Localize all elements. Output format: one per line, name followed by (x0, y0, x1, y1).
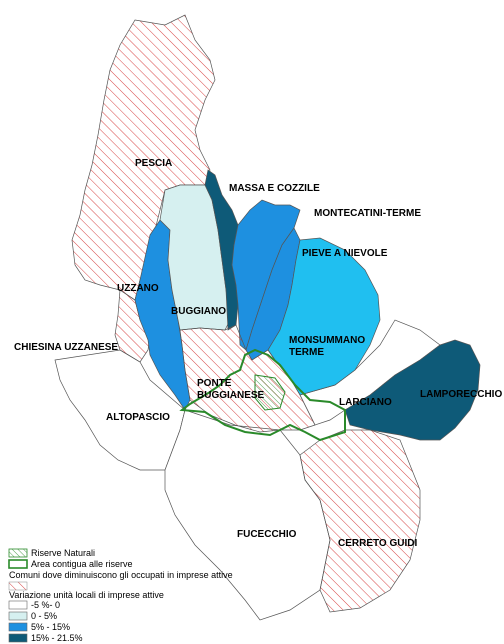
legend-label-contiguous: Area contigua alle riserve (31, 559, 133, 569)
label-cerreto: CERRETO GUIDI (338, 538, 417, 549)
label-uzzano: UZZANO (117, 283, 159, 294)
reserve-area (254, 374, 286, 411)
legend-title-variation: Variazione unità locali di imprese attiv… (9, 590, 164, 600)
legend-label-reserves: Riserve Naturali (31, 548, 95, 558)
legend-swatch-decrease (8, 581, 28, 591)
label-buggiano: BUGGIANO (171, 306, 226, 317)
region-cerreto-guidi (299, 429, 421, 613)
contiguous-area-outline (179, 348, 346, 442)
legend-swatch-class-0 (8, 600, 28, 610)
legend-label-class-1: 0 - 5% (31, 611, 57, 621)
label-chiesina: CHIESINA UZZANESE (14, 342, 118, 353)
region-fucecchio (164, 409, 331, 621)
legend-title-decrease: Comuni dove diminuiscono gli occupati in… (9, 570, 233, 580)
label-massa: MASSA E COZZILE (229, 183, 320, 194)
label-monsummano-1: MONSUMMANO (289, 335, 365, 346)
label-pescia: PESCIA (135, 158, 172, 169)
legend-label-class-3: 15% - 21.5% (31, 633, 83, 643)
legend-swatch-class-2 (8, 622, 28, 632)
legend-label-class-0: -5 %- 0 (31, 600, 60, 610)
label-fucecchio: FUCECCHIO (237, 529, 297, 540)
legend-swatch-class-3 (8, 633, 28, 643)
legend-swatch-contiguous (8, 559, 28, 569)
legend: Riserve Naturali Area contigua alle rise… (8, 548, 233, 643)
label-monsummano-2: TERME (289, 347, 324, 358)
label-altopascio: ALTOPASCIO (106, 412, 170, 423)
label-larciano: LARCIANO (339, 397, 392, 408)
label-lamporecchio: LAMPORECCHIO (420, 389, 502, 400)
label-ponte-2: BUGGIANESE (197, 390, 265, 401)
legend-swatch-class-1 (8, 611, 28, 621)
label-pieve: PIEVE A NIEVOLE (302, 248, 388, 259)
label-ponte-1: PONTE (197, 378, 232, 389)
legend-swatch-reserves (8, 548, 28, 558)
label-montecatini: MONTECATINI-TERME (314, 208, 421, 219)
region-altopascio (54, 349, 186, 471)
region-monsummano (267, 237, 381, 396)
region-lamporecchio (344, 339, 481, 441)
legend-label-class-2: 5% - 15% (31, 622, 70, 632)
